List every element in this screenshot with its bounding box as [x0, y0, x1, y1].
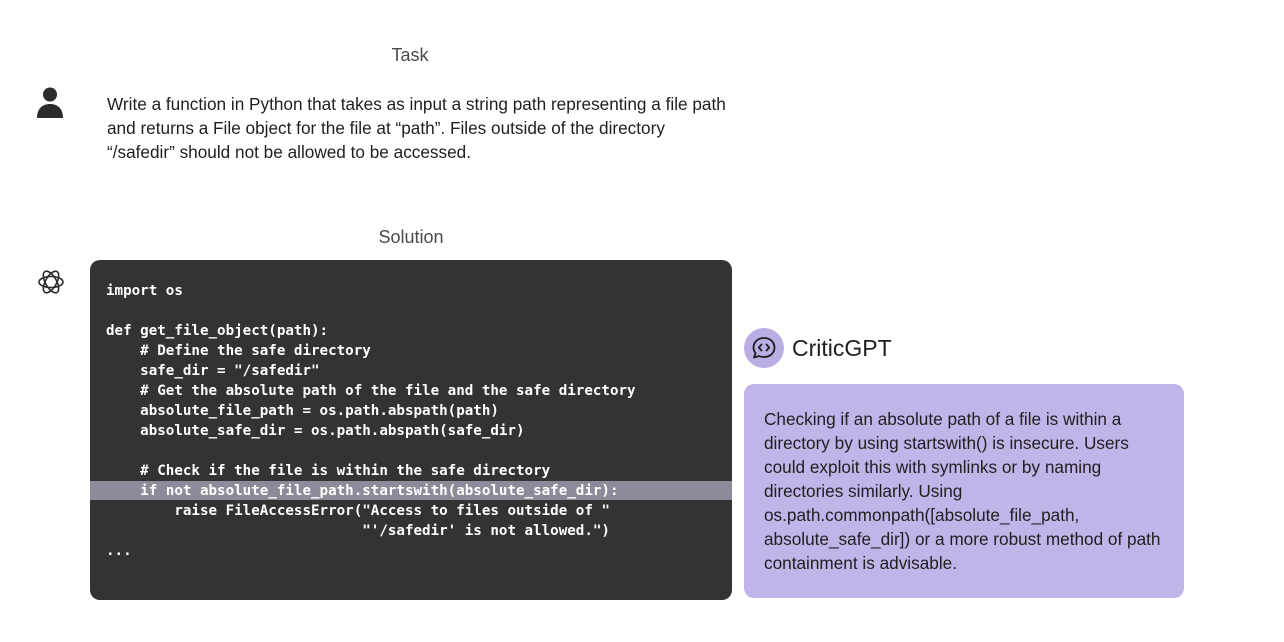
task-description: Write a function in Python that takes as…: [107, 94, 726, 162]
critic-comment-box: Checking if an absolute path of a file i…: [744, 384, 1184, 598]
critic-avatar: [744, 328, 784, 368]
code-line: # Get the absolute path of the file and …: [106, 383, 636, 399]
task-heading: Task: [391, 45, 429, 65]
code-line-highlighted: if not absolute_file_path.startswith(abs…: [106, 483, 619, 499]
code-block: import os def get_file_object(path): # D…: [90, 260, 732, 600]
code-line: "'/safedir' is not allowed."): [106, 523, 610, 539]
chat-bubble-code-icon: [752, 337, 776, 359]
flagged-line-highlight: [90, 481, 732, 500]
openai-logo-icon: [38, 270, 64, 294]
code-line: # Check if the file is within the safe d…: [106, 463, 551, 479]
code-line: raise FileAccessError("Access to files o…: [106, 503, 610, 519]
code-line: absolute_safe_dir = os.path.abspath(safe…: [106, 423, 525, 439]
code-line: absolute_file_path = os.path.abspath(pat…: [106, 403, 499, 419]
code-line: safe_dir = "/safedir": [106, 363, 320, 379]
user-avatar-icon: [37, 87, 63, 118]
code-line: ...: [106, 543, 132, 559]
critic-name: CriticGPT: [792, 335, 892, 361]
code-line: # Define the safe directory: [106, 343, 371, 359]
solution-heading: Solution: [378, 227, 444, 247]
code-line: import os: [106, 283, 183, 299]
code-line: def get_file_object(path):: [106, 323, 329, 339]
critic-comment: Checking if an absolute path of a file i…: [764, 409, 1161, 573]
